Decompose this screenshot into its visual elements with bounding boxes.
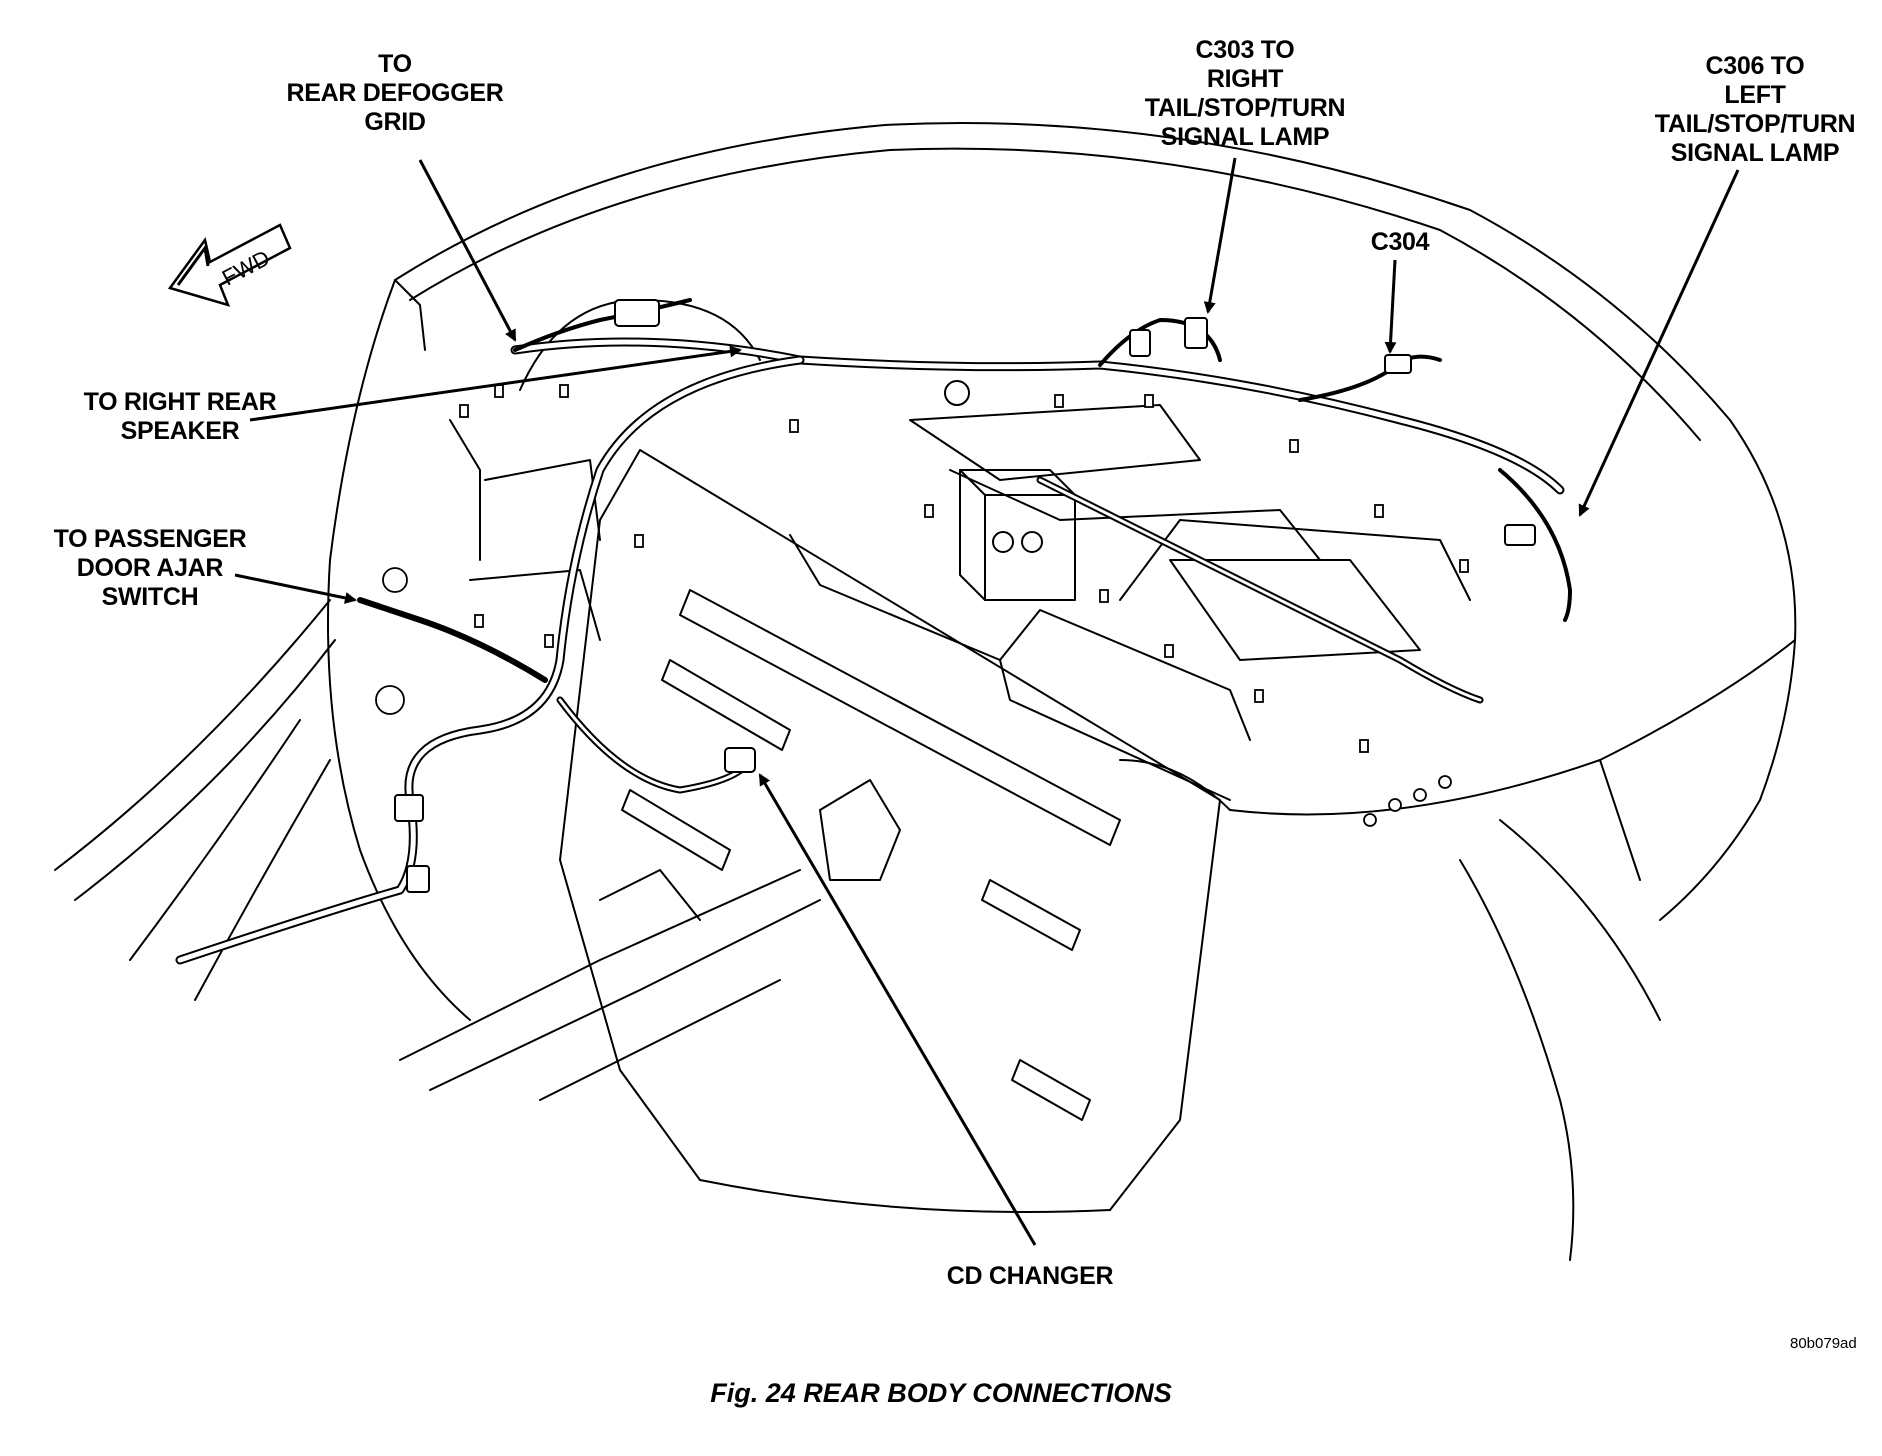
label-c306: C306 TO LEFT TAIL/STOP/TURN SIGNAL LAMP — [1654, 52, 1856, 167]
leader-c303 — [1203, 157, 1237, 314]
leader-cd-changer — [758, 773, 1037, 1246]
wiring-harness — [175, 298, 1572, 965]
figure-id: 80b079ad — [1790, 1335, 1857, 1352]
leader-defogger — [418, 159, 517, 342]
fwd-indicator: FWD — [167, 223, 292, 307]
leader-c304 — [1384, 259, 1397, 354]
label-right-speaker: TO RIGHT REAR SPEAKER — [83, 388, 277, 445]
leader-door-ajar — [234, 573, 357, 604]
label-c304: C304 — [1370, 228, 1430, 256]
leader-c306 — [1578, 169, 1740, 517]
fasteners — [375, 384, 1469, 827]
label-defogger: TO REAR DEFOGGER GRID — [286, 50, 504, 136]
label-door-ajar: TO PASSENGER DOOR AJAR SWITCH — [53, 525, 247, 611]
label-c303: C303 TO RIGHT TAIL/STOP/TURN SIGNAL LAMP — [1144, 36, 1346, 151]
leader-right-speaker — [249, 345, 742, 422]
leader-lines — [234, 157, 1740, 1246]
connectors — [394, 299, 1536, 893]
label-cd-changer: CD CHANGER — [946, 1262, 1114, 1290]
figure-caption: Fig. 24 REAR BODY CONNECTIONS — [710, 1378, 1172, 1408]
body-outline — [54, 122, 1797, 1261]
